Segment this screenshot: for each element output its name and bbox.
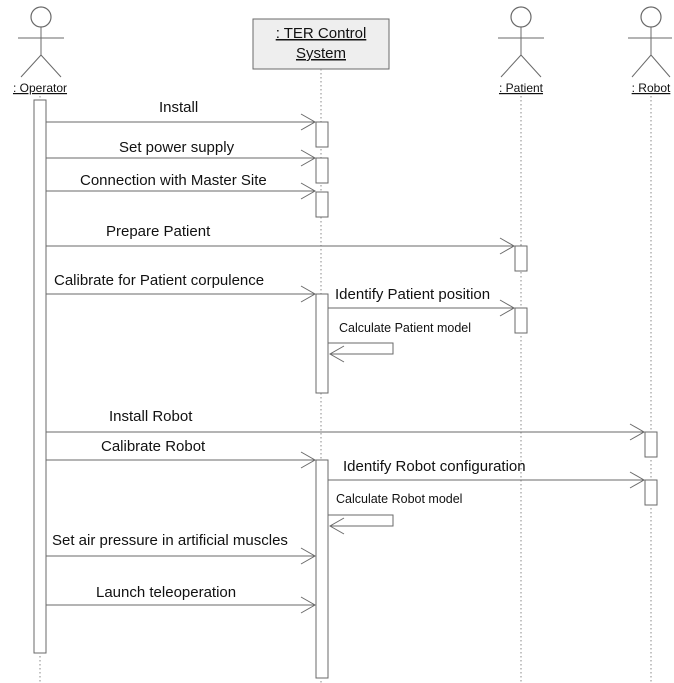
message-prepare-patient-label: Prepare Patient (106, 223, 211, 240)
patient-actor-icon (498, 6, 544, 78)
system-label-line2: System (296, 45, 346, 62)
message-identify-robot-configuration-label: Identify Robot configuration (343, 458, 526, 475)
message-set-air-pressure: Set air pressure in artificial muscles (46, 532, 317, 565)
message-calculate-robot-model: Calculate Robot model (328, 492, 462, 535)
message-calibrate-robot: Calibrate Robot (46, 438, 317, 469)
message-prepare-patient: Prepare Patient (46, 223, 516, 255)
message-connection-master-site: Connection with Master Site (46, 172, 317, 200)
operator-activation (33, 99, 47, 654)
system-label-line1: : TER Control (276, 25, 367, 42)
message-install-robot-label: Install Robot (109, 408, 193, 425)
patient-label: : Patient (499, 81, 544, 95)
message-identify-robot-configuration: Identify Robot configuration (328, 458, 646, 489)
message-launch-teleoperation-label: Launch teleoperation (96, 584, 236, 601)
robot-activation-identify (644, 479, 658, 506)
system-activation-robot (315, 459, 329, 679)
system-activation-patient (315, 293, 329, 394)
message-set-power-supply: Set power supply (46, 139, 317, 167)
patient-activation-identify (514, 307, 528, 334)
message-connection-master-site-label: Connection with Master Site (80, 172, 267, 189)
message-install: Install (46, 99, 317, 131)
message-calibrate-robot-label: Calibrate Robot (101, 438, 206, 455)
robot-activation-install (644, 431, 658, 458)
message-install-label: Install (159, 99, 198, 116)
robot-actor-icon (628, 6, 672, 78)
system-activation-power (315, 157, 329, 184)
robot-label: : Robot (632, 81, 671, 95)
system-activation-install (315, 121, 329, 148)
message-identify-patient-position-label: Identify Patient position (335, 286, 490, 303)
message-install-robot: Install Robot (46, 408, 646, 441)
message-calibrate-patient-corpulence: Calibrate for Patient corpulence (46, 272, 317, 303)
message-launch-teleoperation: Launch teleoperation (46, 584, 317, 614)
message-set-air-pressure-label: Set air pressure in artificial muscles (52, 532, 288, 549)
message-set-power-supply-label: Set power supply (119, 139, 235, 156)
operator-label: : Operator (13, 81, 67, 95)
message-calculate-patient-model: Calculate Patient model (328, 321, 471, 363)
ter-control-system-box (252, 18, 390, 70)
operator-actor-icon (18, 6, 64, 78)
system-activation-connection (315, 191, 329, 218)
message-calculate-patient-model-label: Calculate Patient model (339, 321, 471, 335)
message-identify-patient-position: Identify Patient position (328, 286, 516, 317)
message-calibrate-patient-corpulence-label: Calibrate for Patient corpulence (54, 272, 264, 289)
message-calculate-robot-model-label: Calculate Robot model (336, 492, 462, 506)
patient-activation-prepare (514, 245, 528, 272)
